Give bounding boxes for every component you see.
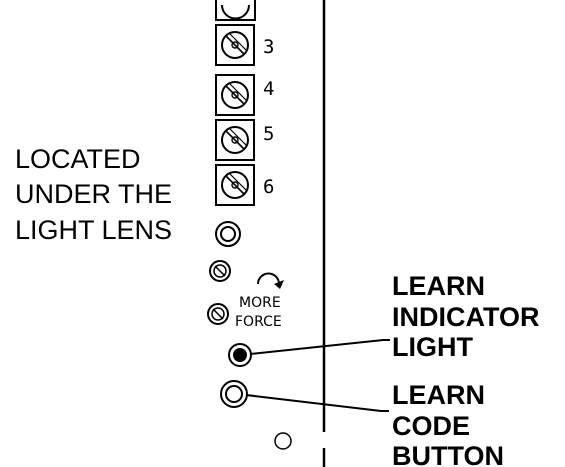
location-label-line3: LIGHT LENS [15,215,172,245]
terminal-3 [215,24,255,66]
terminal-number-3: 3 [263,36,274,58]
terminal-5 [215,119,255,161]
terminal-4 [215,74,255,116]
leader-line-indicator [249,339,390,355]
terminal-number-4: 4 [263,78,274,100]
light-lens-ring [215,221,241,247]
terminal-partial-top [215,0,256,21]
force-screw-lower [207,303,229,325]
location-label-line1: LOCATED [15,144,141,174]
more-force-label-line1: MORE [239,295,281,311]
learn-indicator-label-line1: LEARN [392,271,485,301]
more-force-label-line2: FORCE [235,314,282,330]
learn-indicator-light [228,343,252,367]
rotation-arrow-icon [257,272,284,289]
mounting-hole [274,432,292,450]
learn-code-label-line3: BUTTON [392,441,504,467]
learn-indicator-label-line3: LIGHT [392,332,473,362]
learn-code-button [220,380,248,408]
terminal-6 [215,164,255,206]
terminal-number-5: 5 [263,123,274,145]
learn-code-label-line2: CODE [392,411,470,441]
leader-line-code-button [245,394,389,412]
location-label-line2: UNDER THE [15,179,172,209]
learn-indicator-label-line2: INDICATOR [392,302,540,332]
force-screw-upper [209,260,231,282]
terminal-number-6: 6 [263,176,274,198]
learn-code-label-line1: LEARN [392,380,485,410]
